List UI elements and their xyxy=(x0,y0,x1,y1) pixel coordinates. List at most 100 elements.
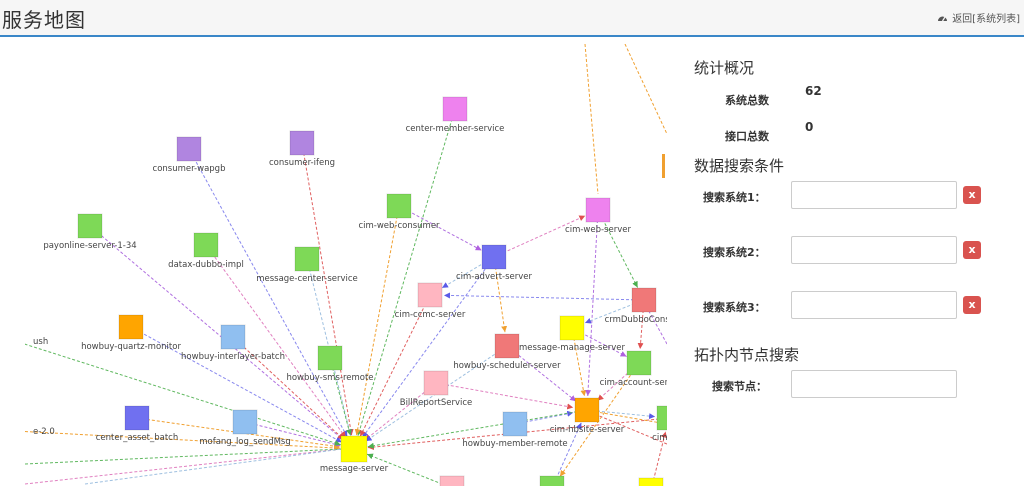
node-box[interactable] xyxy=(539,475,565,486)
node-box[interactable] xyxy=(656,405,667,431)
graph-node-datax-dubbo-impl[interactable]: datax-dubbo-impl xyxy=(168,232,244,270)
node-box[interactable] xyxy=(232,409,258,435)
graph-node-howbuy-scheduler-server[interactable]: howbuy-scheduler-server xyxy=(453,333,561,371)
graph-node-howbuy-sms-remote[interactable]: howbuy-sms-remote xyxy=(286,345,374,383)
edge-payonline-server-1-34-to-message-server xyxy=(89,225,344,441)
edge-consumer-wapgb-to-message-server xyxy=(188,148,348,437)
node-box[interactable] xyxy=(585,197,611,223)
graph-node-message-manage-server[interactable]: message-manage-server xyxy=(519,315,625,353)
node-label: cim-account-serve xyxy=(600,378,667,388)
clear-search-system-1-button[interactable]: x xyxy=(963,186,981,204)
graph-node-howbuy-interlayer-batch[interactable]: howbuy-interlayer-batch xyxy=(181,324,285,362)
topology-canvas[interactable]: center-member-service consumer-wapgb consu… xyxy=(25,44,667,486)
graph-node-message-server[interactable]: message-server xyxy=(320,435,389,474)
node-box[interactable] xyxy=(193,232,219,258)
edge-stub-2 xyxy=(84,448,343,485)
node-box[interactable] xyxy=(502,411,528,437)
node-label: e-2.0 xyxy=(33,427,55,437)
right-panel: 统计概况 系统总数 62 接口总数 0 数据搜索条件 搜索系统1： x 搜索系统… xyxy=(680,44,1020,486)
node-label: cim-ccmc-server xyxy=(395,310,466,320)
graph-node-payonline-server-1-34[interactable]: payonline-server-1-34 xyxy=(43,213,137,251)
graph-node-howbuy-member-remote[interactable]: howbuy-member-remote xyxy=(462,411,568,449)
edge-howbuy-quartz-monitor-to-message-server xyxy=(130,326,342,443)
clear-search-system-2-button[interactable]: x xyxy=(963,241,981,259)
graph-node-bottom-green[interactable] xyxy=(539,475,565,486)
node-box[interactable] xyxy=(124,405,150,431)
node-label: crmDubboConsum xyxy=(605,315,667,325)
edge-stub-6 xyxy=(584,44,599,195)
node-box[interactable] xyxy=(442,96,468,122)
service-topology-graph[interactable]: center-member-service consumer-wapgb consu… xyxy=(25,44,667,486)
stats-section-title: 统计概况 xyxy=(694,59,755,77)
node-box[interactable] xyxy=(317,345,343,371)
edge-cim-advert-server-to-cim-web-server xyxy=(493,215,586,258)
edge-bottom-pink-to-message-server xyxy=(366,453,449,486)
graph-node-cim-ccmc-server[interactable]: cim-ccmc-server xyxy=(395,282,466,320)
graph-node-cim-web-server[interactable]: cim-web-server xyxy=(565,197,631,235)
graph-node-cim-web-consumer[interactable]: cim-web-consumer xyxy=(358,193,440,231)
node-box[interactable] xyxy=(386,193,412,219)
node-box[interactable] xyxy=(77,213,103,239)
graph-node-mofang_log_sendMsg[interactable]: mofang_log_sendMsg xyxy=(199,409,291,447)
node-box[interactable] xyxy=(439,475,465,486)
node-fragment xyxy=(662,154,665,178)
clear-search-system-3-button[interactable]: x xyxy=(963,296,981,314)
graph-node-bottom-yellow[interactable] xyxy=(638,477,664,486)
search-system-3-label: 搜索系统3： xyxy=(703,301,766,314)
graph-node-crmDubboConsumer[interactable]: crmDubboConsum xyxy=(605,287,667,325)
header-bar: 服务地图 返回[系统列表] xyxy=(0,0,1024,37)
search-system-2-input[interactable] xyxy=(791,236,957,264)
node-box[interactable] xyxy=(494,333,520,359)
search-node-input[interactable] xyxy=(791,370,957,398)
node-box[interactable] xyxy=(559,315,585,341)
node-box[interactable] xyxy=(294,246,320,272)
edge-stub-3 xyxy=(584,409,667,425)
topology-section-title: 拓扑内节点搜索 xyxy=(694,346,800,364)
graph-node-consumer-wapgb[interactable]: consumer-wapgb xyxy=(153,136,226,174)
node-box[interactable] xyxy=(289,130,315,156)
node-label: cim-advert-server xyxy=(456,272,533,282)
graph-node-ush[interactable]: ush xyxy=(33,337,48,347)
graph-node-message-center-service[interactable]: message-center-service xyxy=(256,246,358,284)
graph-node-cim-hbsite-server[interactable]: cim-hbsite-server xyxy=(550,397,625,435)
node-box[interactable] xyxy=(626,350,652,376)
graph-node-e-2.0[interactable]: e-2.0 xyxy=(33,427,55,437)
graph-nodes[interactable]: center-member-service consumer-wapgb consu… xyxy=(33,96,667,486)
graph-node-center_asset_batch[interactable]: center_asset_batch xyxy=(96,405,178,443)
node-box[interactable] xyxy=(638,477,664,486)
graph-edges xyxy=(25,44,667,486)
node-box[interactable] xyxy=(417,282,443,308)
graph-node-BillReportService[interactable]: BillReportService xyxy=(400,370,473,408)
edge-cim-account-server-to-bottom-green xyxy=(559,362,640,477)
search-system-3-input[interactable] xyxy=(791,291,957,319)
node-box[interactable] xyxy=(423,370,449,396)
graph-node-center-member-service[interactable]: center-member-service xyxy=(406,96,505,134)
graph-node-cim-account-server[interactable]: cim-account-serve xyxy=(600,350,667,388)
edge-cim-web-consumer-to-cim-advert-server xyxy=(398,205,482,251)
edge-e-2.0-to-message-server xyxy=(25,431,341,451)
graph-node-cim-advert-server[interactable]: cim-advert-server xyxy=(456,244,533,282)
node-box[interactable] xyxy=(631,287,657,313)
edge-cim-web-server-to-cim-hbsite-server xyxy=(585,209,599,397)
search-system-1-input[interactable] xyxy=(791,181,957,209)
node-label: howbuy-sms-remote xyxy=(286,373,373,383)
graph-node-bottom-pink[interactable] xyxy=(439,475,465,486)
node-label: consumer-wapgb xyxy=(153,164,226,174)
node-box[interactable] xyxy=(176,136,202,162)
node-box[interactable] xyxy=(118,314,144,340)
node-box[interactable] xyxy=(340,435,368,463)
node-box[interactable] xyxy=(481,244,507,270)
node-label: message-center-service xyxy=(256,274,358,284)
edge-cim-web-consumer-to-message-server xyxy=(354,205,400,436)
graph-node-howbuy-quartz-monitor[interactable]: howbuy-quartz-monitor xyxy=(81,314,181,352)
system-total-value: 62 xyxy=(805,84,822,98)
edge-crmDubboConsumer-to-cim-account-server xyxy=(637,299,645,350)
edge-howbuy-interlayer-batch-to-message-server xyxy=(232,336,345,440)
node-box[interactable] xyxy=(574,397,600,423)
edge-cim-web-server-to-crmDubboConsumer xyxy=(597,209,639,288)
node-box[interactable] xyxy=(220,324,246,350)
back-to-system-list-link[interactable]: 返回[系统列表] xyxy=(937,10,1020,25)
graph-node-cim-uce[interactable]: cim-uce xyxy=(652,405,667,443)
edge-cim-account-server-to-cim-hbsite-server xyxy=(597,362,640,401)
graph-node-consumer-ifeng[interactable]: consumer-ifeng xyxy=(269,130,335,168)
